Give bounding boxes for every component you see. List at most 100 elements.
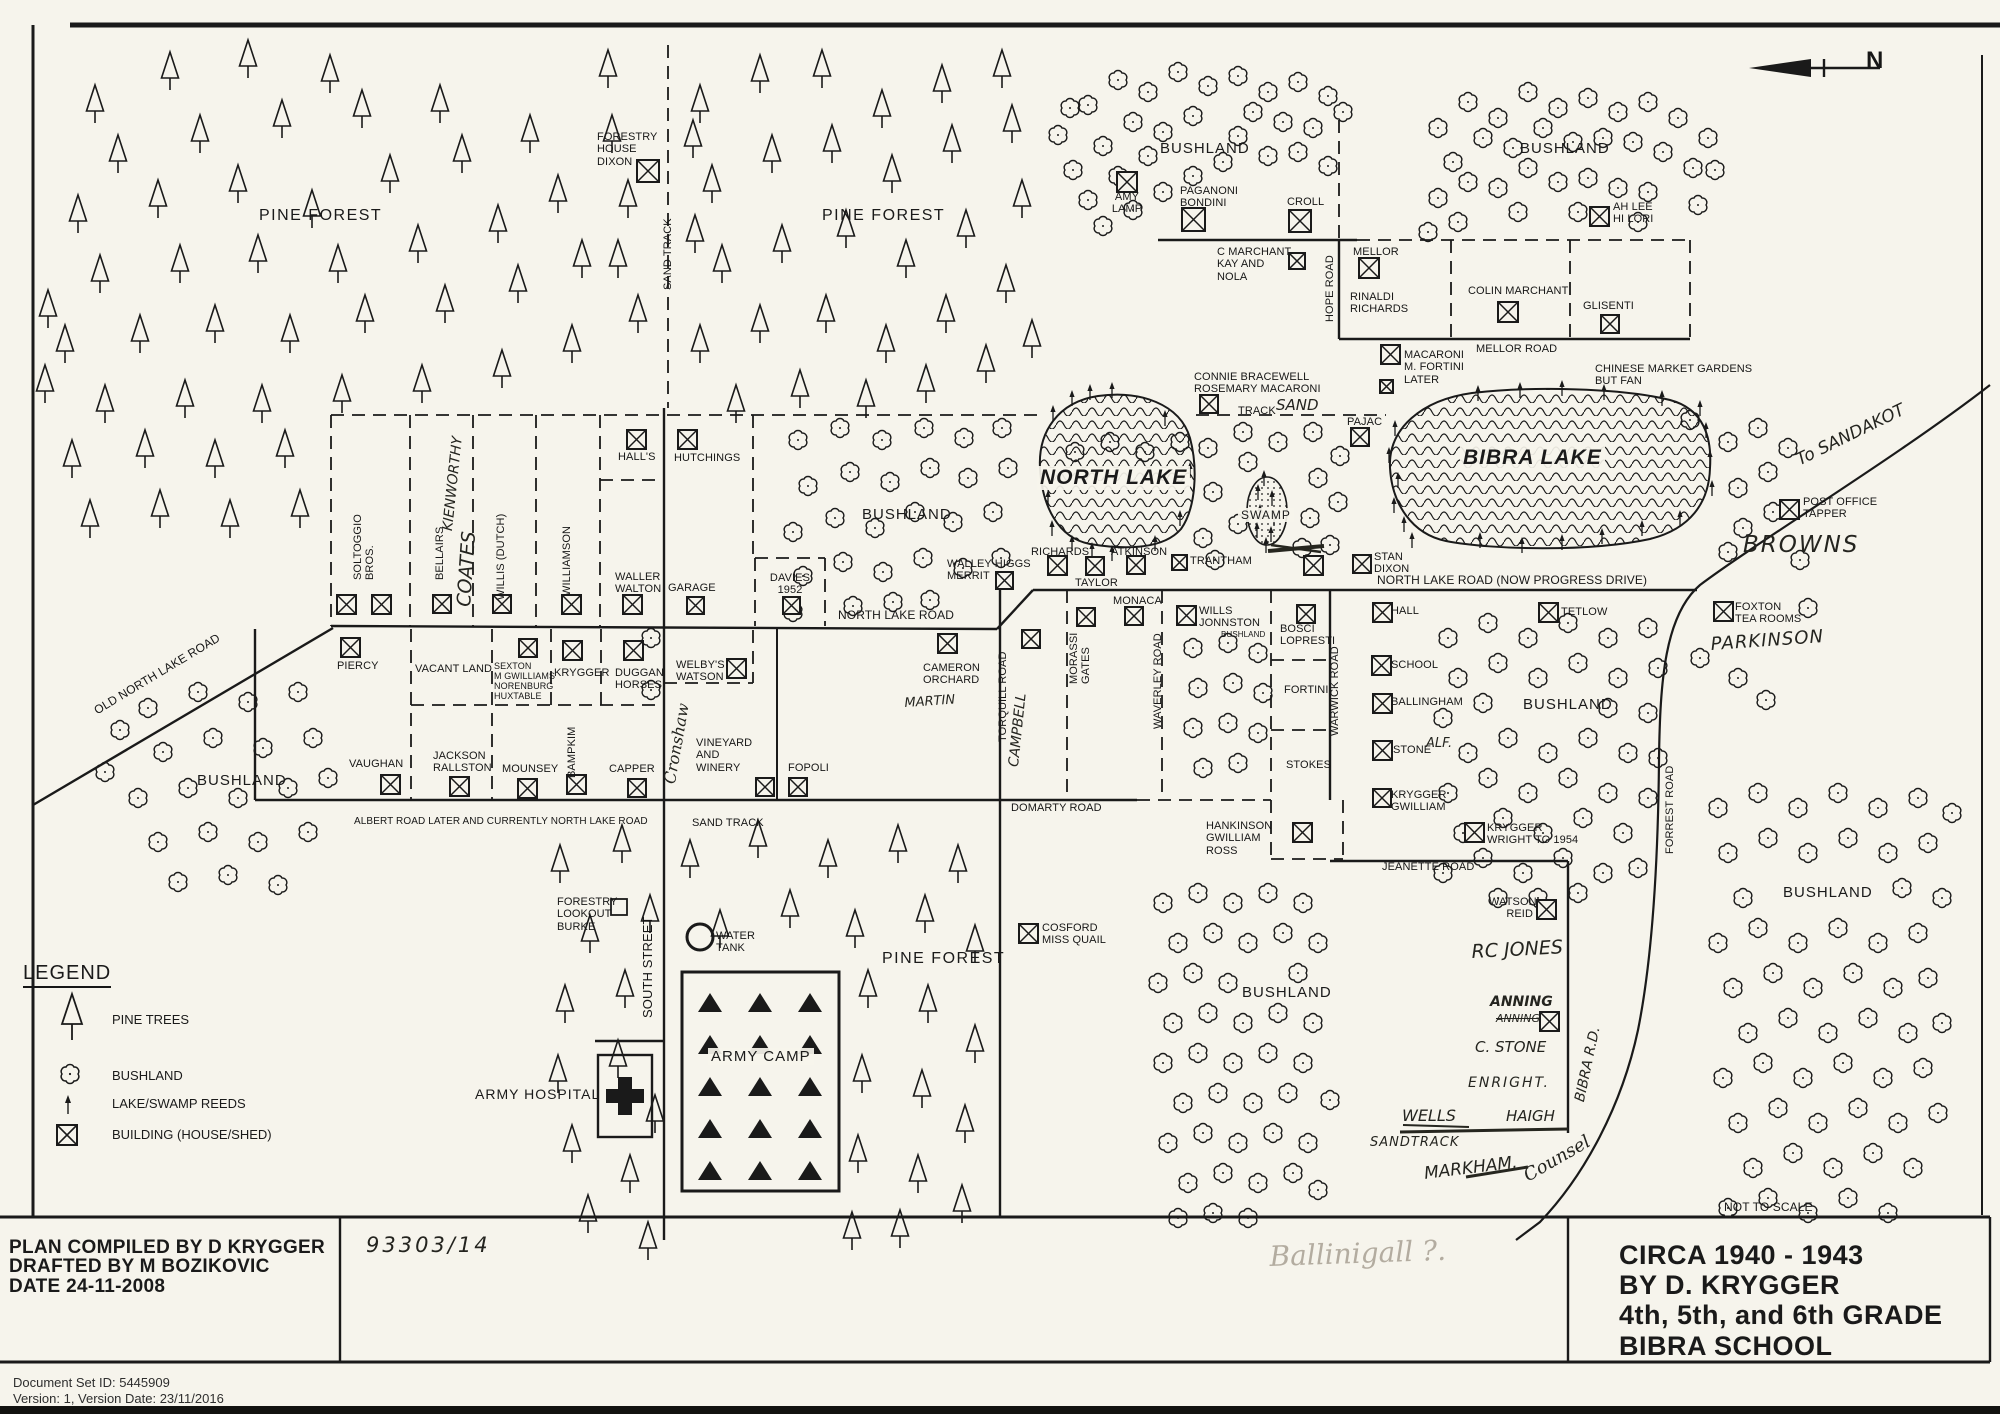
pine-tree-icon bbox=[562, 322, 582, 363]
reed-icon bbox=[1162, 410, 1168, 426]
pine-tree-icon bbox=[936, 292, 956, 333]
map-label: WAVERLEY ROAD bbox=[1152, 633, 1164, 729]
bushland-icon bbox=[1743, 1157, 1763, 1179]
bushland-icon bbox=[1728, 477, 1748, 499]
building-icon bbox=[636, 159, 660, 183]
bushland-icon bbox=[1488, 887, 1508, 909]
reed-icon bbox=[1045, 490, 1051, 506]
building-icon bbox=[1358, 257, 1380, 279]
map-label: OLD NORTH LAKE ROAD bbox=[91, 630, 223, 718]
bushland-icon bbox=[253, 737, 273, 759]
handwritten-label: BROWNS bbox=[1743, 532, 1860, 558]
bushland-icon bbox=[1838, 827, 1858, 849]
bushland-icon bbox=[288, 681, 308, 703]
pine-tree-icon bbox=[818, 837, 838, 878]
bushland-icon bbox=[1568, 882, 1588, 904]
pine-tree-icon bbox=[238, 37, 258, 78]
pine-tree-icon bbox=[615, 967, 635, 1008]
bushland-icon bbox=[1478, 767, 1498, 789]
building-icon bbox=[1589, 206, 1610, 227]
bushland-icon bbox=[1758, 827, 1778, 849]
bushland-icon bbox=[992, 417, 1012, 439]
map-label: STOKES bbox=[1286, 759, 1332, 771]
pine-tree-icon bbox=[915, 892, 935, 933]
bushland-icon bbox=[318, 767, 338, 789]
bushland-icon bbox=[830, 417, 850, 439]
map-label: GLISENTI bbox=[1583, 300, 1634, 312]
pine-tree-icon bbox=[918, 982, 938, 1023]
map-label: CONNIE BRACEWELL ROSEMARY MACARONI bbox=[1194, 371, 1321, 396]
reed-icon bbox=[1268, 526, 1274, 542]
bushland-icon bbox=[1458, 91, 1478, 113]
bushland-icon bbox=[1883, 977, 1903, 999]
pine-tree-icon bbox=[992, 47, 1012, 88]
reed-icon bbox=[1177, 510, 1183, 526]
pine-tree-icon bbox=[618, 177, 638, 218]
building-icon bbox=[1538, 602, 1559, 623]
road-curve bbox=[32, 626, 334, 807]
pine-tree-icon bbox=[608, 1037, 628, 1078]
bushland-icon bbox=[1208, 1082, 1228, 1104]
bushland-icon bbox=[1593, 862, 1613, 884]
bushland-icon bbox=[1763, 501, 1783, 523]
bushland-icon bbox=[1168, 61, 1188, 83]
bushland-icon bbox=[1318, 155, 1338, 177]
bushland-icon bbox=[641, 627, 661, 649]
bushland-icon bbox=[1433, 707, 1453, 729]
handwritten-label: BIBRA R.D. bbox=[1572, 1025, 1604, 1104]
bushland-icon bbox=[1932, 1012, 1952, 1034]
pine-tree-icon bbox=[872, 87, 892, 128]
map-label: MELLOR bbox=[1353, 246, 1399, 258]
bushland-icon bbox=[1283, 1162, 1303, 1184]
pine-tree-icon bbox=[148, 177, 168, 218]
roads bbox=[0, 22, 2000, 1364]
plan-drafted-by: DRAFTED BY M BOZIKOVIC bbox=[9, 1256, 270, 1278]
bushland-icon bbox=[1218, 712, 1238, 734]
bushland-icon bbox=[1288, 71, 1308, 93]
bushland-icon bbox=[1508, 201, 1528, 223]
area-label: BUSHLAND bbox=[1523, 696, 1613, 713]
pine-tree-icon bbox=[38, 287, 58, 328]
bushland-icon bbox=[1258, 882, 1278, 904]
bushland-icon bbox=[1203, 481, 1223, 503]
building-icon bbox=[1464, 822, 1485, 843]
pine-tree-icon bbox=[685, 212, 705, 253]
bushland-icon bbox=[1258, 1042, 1278, 1064]
bushland-icon bbox=[783, 521, 803, 543]
pine-tree-icon bbox=[1002, 102, 1022, 143]
building-icon bbox=[566, 774, 587, 795]
bushland-icon bbox=[1330, 445, 1350, 467]
reed-icon bbox=[1261, 470, 1267, 486]
lake-swamp-reeds-icon bbox=[65, 1095, 71, 1114]
map-label: TRACK bbox=[1238, 405, 1276, 417]
bushland-icon bbox=[278, 777, 298, 799]
title-author: BY D. KRYGGER bbox=[1619, 1270, 1841, 1301]
pine-tree-icon bbox=[762, 132, 782, 173]
bushland-icon bbox=[1183, 717, 1203, 739]
bushland-icon bbox=[1193, 527, 1213, 549]
area-label: BUSHLAND bbox=[862, 506, 952, 523]
building-icon bbox=[432, 594, 452, 614]
building-icon bbox=[1124, 606, 1144, 626]
bushland-icon bbox=[1060, 97, 1080, 119]
bushland-icon bbox=[228, 787, 248, 809]
bushland-icon bbox=[1228, 125, 1248, 147]
bushland-icon bbox=[1613, 822, 1633, 844]
bushland-icon bbox=[1848, 1097, 1868, 1119]
bushland-icon bbox=[1183, 165, 1203, 187]
building-icon bbox=[1199, 394, 1219, 414]
map-label: WALLEY HIGGS MERRIT bbox=[947, 558, 1031, 583]
bushland-icon bbox=[920, 457, 940, 479]
bushland-icon bbox=[1248, 642, 1268, 664]
building-icon bbox=[1288, 252, 1306, 270]
bushland-icon bbox=[1433, 862, 1453, 884]
bushland-icon bbox=[1638, 787, 1658, 809]
road-curve bbox=[1515, 384, 1991, 1241]
lookout-square-icon bbox=[610, 898, 628, 916]
pine-tree-icon bbox=[562, 1122, 582, 1163]
tent-icon bbox=[748, 993, 772, 1012]
building-icon bbox=[1372, 602, 1393, 623]
map-label: KRYGGER WRIGHT TO 1954 bbox=[1487, 822, 1579, 847]
bushland-icon bbox=[1828, 917, 1848, 939]
bushland-icon bbox=[1438, 627, 1458, 649]
